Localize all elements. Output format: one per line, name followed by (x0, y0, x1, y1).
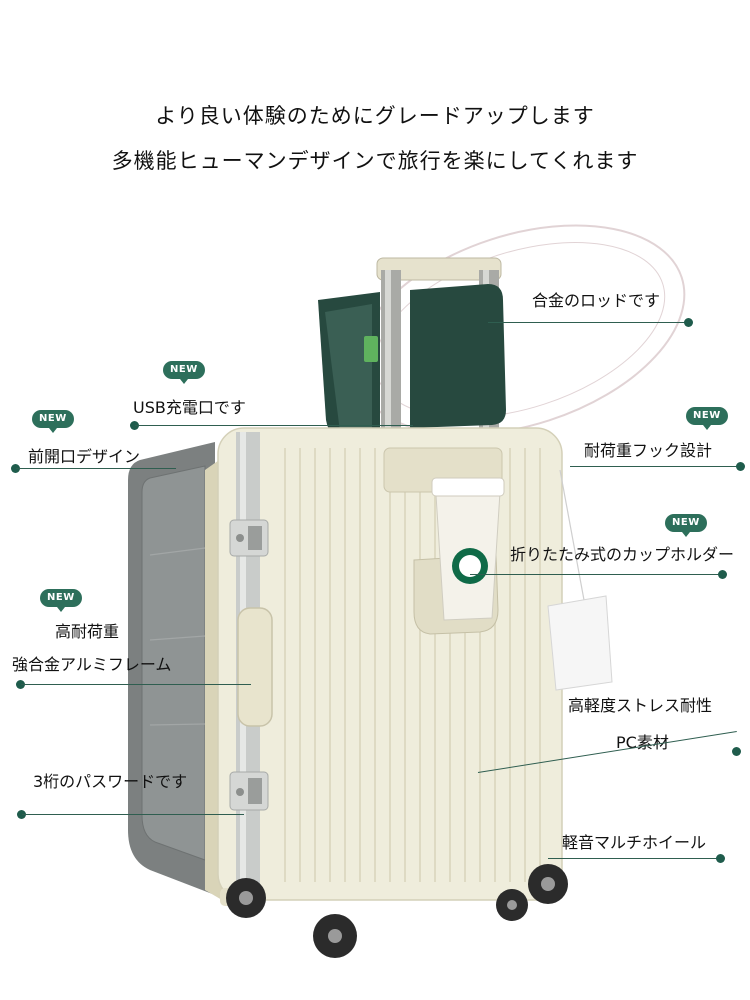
callout-rod-line (488, 322, 688, 324)
callout-frame-label-line1: 高耐荷重 (55, 622, 120, 641)
hook-bag (547, 469, 613, 691)
wheels (220, 864, 568, 958)
tablet-in-pocket (318, 284, 506, 442)
headline-line-1: より良い体験のためにグレードアップします (155, 104, 595, 128)
callout-usb-label: USB充電口です (133, 398, 246, 417)
callout-lock-line (22, 814, 244, 816)
callout-wheels-label: 軽音マルチホイール (562, 833, 707, 852)
callout-pc-dot (732, 747, 741, 756)
callout-frame-label-line2: 強合金アルミフレーム (12, 655, 172, 674)
lock-bottom (229, 771, 269, 811)
callout-hook-line (570, 466, 740, 468)
new-badge-hook: NEW (686, 407, 728, 430)
callout-front-open-label: 前開口デザイン (28, 447, 141, 466)
callout-hook-label: 耐荷重フック設計 (584, 441, 713, 460)
callout-lock-label: 3桁のパスワードです (33, 772, 188, 791)
callout-cup-holder-dot (718, 570, 727, 579)
callout-hook-dot (736, 462, 745, 471)
callout-front-open-line (16, 468, 176, 470)
new-badge-frame: NEW (40, 589, 82, 612)
callout-cup-holder-line (470, 574, 722, 576)
callout-pc-label-line1: 高軽度ストレス耐性 (568, 696, 713, 715)
lock-top (229, 519, 269, 557)
callout-usb-dot (130, 421, 139, 430)
callout-usb-line (135, 425, 413, 427)
new-badge-front-open: NEW (32, 410, 74, 433)
new-badge-usb: NEW (163, 361, 205, 384)
callout-frame-dot (16, 680, 25, 689)
callout-lock-dot (17, 810, 26, 819)
callout-wheels-line (548, 858, 720, 860)
callout-wheels-dot (716, 854, 725, 863)
callout-front-open-dot (11, 464, 20, 473)
callout-frame-line (21, 684, 251, 686)
headline-line-2: 多機能ヒューマンデザインで旅行を楽にしてくれます (111, 149, 639, 173)
callout-cup-holder-label: 折りたたみ式のカップホルダー (510, 545, 735, 564)
new-badge-cup-holder: NEW (665, 514, 707, 537)
callout-rod-dot (684, 318, 693, 327)
callout-rod-label: 合金のロッドです (532, 291, 661, 310)
side-carry-handle (237, 607, 273, 727)
